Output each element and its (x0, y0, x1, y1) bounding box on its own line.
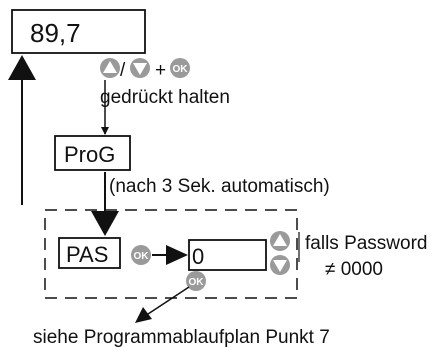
auto-note: (nach 3 Sek. automatisch) (109, 176, 330, 197)
down-button[interactable] (130, 58, 150, 78)
value-display-text: 89,7 (30, 18, 81, 48)
value-ok-label: OK (189, 277, 205, 288)
pas-down-button[interactable] (270, 255, 290, 275)
prog-box (54, 135, 131, 171)
pas-label: PAS (66, 242, 108, 267)
ok-button[interactable]: OK (170, 58, 190, 78)
triangle-up-icon (103, 61, 117, 73)
password-value-box (188, 239, 267, 271)
ok-button-label: OK (173, 64, 189, 75)
up-button[interactable] (100, 58, 120, 78)
condition-line-1: falls Password (305, 233, 428, 254)
loop-return-arrowhead (8, 55, 36, 80)
pas-up-button[interactable] (270, 231, 290, 251)
triangle-down-icon (133, 63, 147, 75)
pas-triangle-down-icon (273, 260, 287, 272)
pas-ok-label: OK (134, 251, 150, 262)
hold-instruction: gedrückt halten (100, 87, 230, 108)
condition-line-2: ≠ 0000 (325, 259, 383, 280)
value-ok-button[interactable]: OK (186, 271, 206, 291)
footer-note: siehe Programmablaufplan Punkt 7 (33, 327, 330, 347)
plus-sign: + (155, 60, 166, 81)
prog-label: ProG (64, 142, 115, 167)
value-display-box (11, 9, 146, 54)
arrow-to-pas-arrowhead (91, 211, 119, 236)
pas-triangle-up-icon (273, 234, 287, 246)
arrow-to-footer (144, 286, 190, 317)
arrow-to-value-arrowhead (166, 245, 188, 265)
password-value: 0 (192, 244, 204, 269)
arrow-to-footer-arrowhead (135, 307, 152, 323)
pas-ok-button[interactable]: OK (131, 245, 151, 265)
button-separator: / (120, 60, 126, 81)
pas-box (58, 237, 121, 269)
